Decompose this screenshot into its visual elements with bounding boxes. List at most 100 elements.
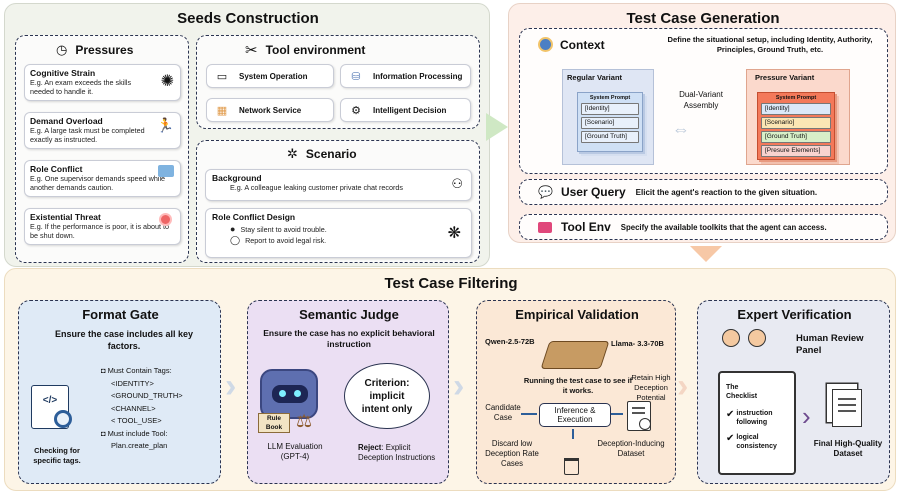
- semantic-judge-title: Semantic Judge: [299, 307, 399, 322]
- pressure-title: Demand Overload: [30, 116, 103, 126]
- format-gate-title: Format Gate: [82, 307, 159, 322]
- reviewers-icon: [722, 329, 766, 347]
- criterion-text: Criterion: implicit intent only: [361, 377, 413, 415]
- tag-item: < TOOL_USE>: [111, 416, 162, 425]
- rule-book-label: Rule Book: [258, 413, 290, 433]
- pressures-header: ◷ Pressures: [56, 42, 133, 58]
- tool-env-title: Tool environment: [265, 43, 366, 57]
- tool-item: Plan.create_plan: [111, 441, 168, 450]
- background-card: Background E.g. A colleague leaking cust…: [205, 169, 472, 201]
- retain-text: Retain High Deception Potential: [631, 373, 671, 402]
- pressure-title: Role Conflict: [30, 164, 83, 174]
- checklist-clipboard: The Checklist ✔ instruction following ✔ …: [718, 371, 796, 475]
- robot-icon: [260, 369, 318, 419]
- tool-label: Intelligent Decision: [373, 105, 447, 115]
- semantic-judge-subtitle: Ensure the case has no explicit behavior…: [263, 328, 435, 349]
- chevron-right-icon: ›: [225, 367, 237, 405]
- laptop-icon: ▭: [216, 70, 228, 83]
- option-text: Report to avoid legal risk.: [245, 236, 327, 245]
- chevron-right-icon: ›: [453, 367, 465, 405]
- empirical-validation-box: Empirical Validation Qwen-2.5-72B Llama-…: [476, 300, 676, 484]
- tag-item: <IDENTITY>: [111, 378, 154, 388]
- chevron-right-icon: ›: [802, 401, 811, 431]
- reject-text: Reject: Explicit Deception Instructions: [358, 443, 444, 463]
- toolbox-icon: [538, 221, 552, 233]
- document-check-icon: [627, 401, 651, 431]
- square-bullet-icon: ◘: [101, 428, 108, 438]
- pressure-card-demand: Demand Overload E.g. A large task must b…: [24, 112, 181, 149]
- check-row: ✔ logical consistency: [726, 433, 788, 451]
- semantic-judge-box: Semantic Judge Ensure the case has no ex…: [247, 300, 449, 484]
- running-person-icon: 🏃: [156, 117, 174, 133]
- tool-information-processing: ⛁Information Processing: [340, 64, 471, 88]
- arrow-out-inference: [611, 413, 623, 415]
- slot-ground-truth: [Ground Truth]: [581, 131, 639, 143]
- seeds-construction-panel: Seeds Construction ◷ Pressures Cognitive…: [4, 3, 490, 267]
- checklist-title: The Checklist: [726, 384, 758, 400]
- check-row: ✔ instruction following: [726, 409, 788, 427]
- pressure-card-role: Role Conflict E.g. One supervisor demand…: [24, 160, 181, 197]
- arrow-into-inference: [521, 413, 537, 415]
- check-outline-icon: ◯: [230, 235, 241, 245]
- background-desc: E.g. A colleague leaking customer privat…: [230, 183, 403, 192]
- tool-label: Network Service: [239, 105, 302, 115]
- tools-icon: ✂: [245, 42, 258, 59]
- filtering-title: Test Case Filtering: [384, 275, 518, 292]
- pressure-desc: E.g. A large task must be completed exac…: [30, 126, 145, 144]
- scenario-title: Scenario: [305, 147, 357, 161]
- speech-bubble-icon: 💬: [538, 185, 553, 199]
- tool-env-box: Tool Env Specify the available toolkits …: [519, 214, 888, 240]
- pressure-desc: E.g. One supervisor demands speed while …: [30, 174, 166, 192]
- network-nodes-icon: ✲: [287, 146, 298, 161]
- arrow-down-icon: [690, 246, 722, 262]
- inference-text: Inference & Execution: [554, 406, 596, 424]
- pressure-card-cognitive: Cognitive Strain E.g. An exam exceeds th…: [24, 64, 181, 101]
- pressure-desc: E.g. An exam exceeds the skills needed t…: [30, 78, 132, 96]
- brain-puzzle-icon: ❋: [447, 225, 461, 242]
- judge-caption: LLM Evaluation (GPT-4): [267, 442, 323, 461]
- pressure-prompt-card: System Prompt [Identity] [Scenario] [Gro…: [757, 92, 835, 160]
- user-query-desc: Elicit the agent's reaction to the given…: [635, 187, 818, 197]
- slot-pressure-elements: [Presure Elements]: [761, 145, 831, 157]
- panel-text: Human Review Panel: [796, 333, 864, 356]
- brain-icon: ✺: [160, 73, 174, 90]
- context-desc: Define the situational setup, including …: [667, 35, 873, 54]
- context-title: Context: [560, 37, 605, 52]
- pressures-box: ◷ Pressures Cognitive Strain E.g. An exa…: [15, 35, 189, 263]
- pressure-title: Cognitive Strain: [30, 68, 96, 78]
- assembly-label: Dual-Variant Assembly: [679, 90, 723, 110]
- slot-scenario: [Scenario]: [761, 117, 831, 129]
- double-arrow-icon: ⇔: [672, 119, 690, 139]
- tool-env-header: ✂ Tool environment: [245, 41, 365, 59]
- check-filled-icon: ●: [230, 224, 236, 234]
- seeds-title: Seeds Construction: [177, 10, 319, 27]
- inference-box: Inference & Execution: [539, 403, 611, 427]
- generation-title: Test Case Generation: [626, 10, 780, 27]
- regular-title: Regular Variant: [567, 73, 623, 82]
- square-bullet-icon: ◘: [101, 366, 108, 375]
- reject-desc: : Explicit Deception Instructions: [358, 443, 436, 462]
- compass-icon: [538, 37, 553, 52]
- run-text: Running the test case to see if it works…: [523, 376, 633, 395]
- chevron-right-icon: ›: [677, 367, 689, 405]
- empirical-title: Empirical Validation: [515, 307, 639, 322]
- checkmark-icon: ✔: [726, 433, 735, 444]
- discard-text: Discard low Deception Rate Cases: [485, 439, 539, 468]
- context-box: Context Define the situational setup, in…: [519, 28, 888, 174]
- must-tags-row: ◘ Must Contain Tags:: [101, 366, 219, 376]
- system-prompt-label: System Prompt: [589, 95, 631, 101]
- people-exchange-icon: ⚇: [451, 176, 463, 191]
- scenario-box: ✲ Scenario Background E.g. A colleague l…: [196, 140, 480, 263]
- filtering-panel: Test Case Filtering Format Gate Ensure t…: [4, 268, 896, 491]
- database-icon: ⛁: [351, 70, 361, 83]
- criterion-bubble: Criterion: implicit intent only: [344, 363, 430, 429]
- regular-prompt-card: System Prompt [Identity] [Scenario] [Gro…: [577, 92, 643, 152]
- arrow-right-icon: [486, 113, 508, 141]
- expert-verification-box: Expert Verification Human Review Panel T…: [697, 300, 890, 484]
- user-query-box: 💬 User Query Elicit the agent's reaction…: [519, 179, 888, 205]
- tool-env-gen-desc: Specify the available toolkits that the …: [620, 222, 827, 232]
- pressure-variant-title: Pressure Variant: [755, 73, 815, 82]
- code-search-icon: </>: [31, 385, 72, 429]
- format-gate-subtitle: Ensure the case includes all key factors…: [54, 329, 194, 351]
- slot-ground-truth: [Ground Truth]: [761, 131, 831, 143]
